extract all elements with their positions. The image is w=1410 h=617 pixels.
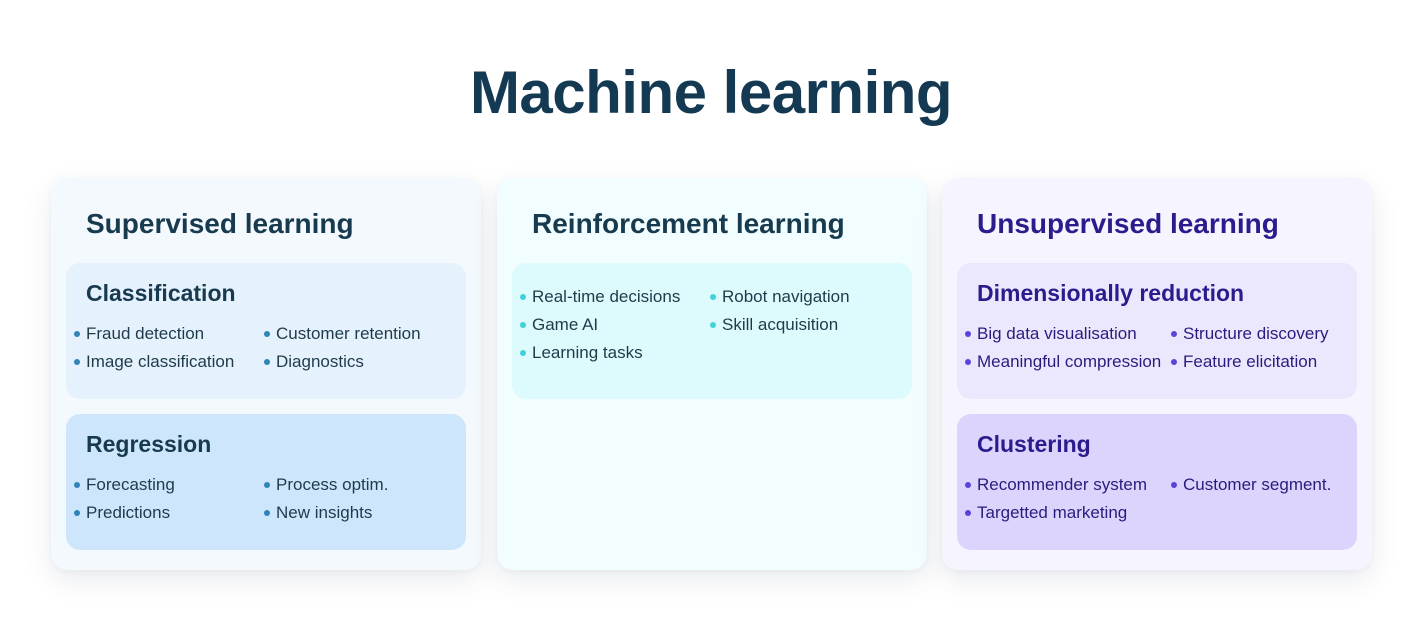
regression-title: Regression xyxy=(86,431,212,457)
list-item: Skill acquisition xyxy=(710,315,910,334)
bullet-icon xyxy=(965,358,971,365)
bullet-icon xyxy=(74,481,80,488)
list-item: Customer segment. xyxy=(1171,475,1355,494)
supervised-learning-card: Supervised learning Classification Fraud… xyxy=(51,178,481,570)
page-title: Machine learning xyxy=(469,59,953,126)
bullet-icon xyxy=(710,321,716,328)
bullet-icon xyxy=(710,293,716,300)
list-item: Feature elicitation xyxy=(1171,352,1355,371)
dimensionality-reduction-title: Dimensionally reduction xyxy=(977,280,1245,306)
bullet-icon xyxy=(74,509,80,516)
bullet-icon xyxy=(1171,330,1177,337)
bullet-icon xyxy=(1171,481,1177,488)
bullet-icon xyxy=(264,330,270,337)
reinforcement-learning-title: Reinforcement learning xyxy=(532,208,845,239)
list-item: Predictions xyxy=(74,503,264,522)
reinforcement-panel: Real-time decisions Robot navigation Gam… xyxy=(512,263,912,399)
list-item: Image classification xyxy=(74,352,264,371)
bullet-icon xyxy=(520,321,526,328)
list-item: Diagnostics xyxy=(264,352,464,371)
dimensionality-reduction-list: Big data visualisation Structure discove… xyxy=(965,324,1357,371)
bullet-icon xyxy=(264,509,270,516)
bullet-icon xyxy=(965,330,971,337)
unsupervised-learning-card: Unsupervised learning Dimensionally redu… xyxy=(942,178,1372,570)
bullet-icon xyxy=(74,330,80,337)
list-item: Targetted marketing xyxy=(965,503,1171,522)
bullet-icon xyxy=(520,293,526,300)
regression-panel: Regression Forecasting Process optim. Pr… xyxy=(66,414,466,550)
list-item: Learning tasks xyxy=(520,343,710,362)
reinforcement-learning-card: Reinforcement learning Real-time decisio… xyxy=(497,178,927,570)
bullet-icon xyxy=(520,349,526,356)
list-item: Big data visualisation xyxy=(965,324,1171,343)
classification-panel: Classification Fraud detection Customer … xyxy=(66,263,466,399)
bullet-icon xyxy=(74,358,80,365)
list-item: Game AI xyxy=(520,315,710,334)
list-item: Process optim. xyxy=(264,475,464,494)
reinforcement-list: Real-time decisions Robot navigation Gam… xyxy=(520,287,912,362)
bullet-icon xyxy=(264,481,270,488)
classification-title: Classification xyxy=(86,280,236,306)
clustering-title: Clustering xyxy=(977,431,1091,457)
supervised-learning-title: Supervised learning xyxy=(86,208,354,239)
bullet-icon xyxy=(1171,358,1177,365)
dimensionality-reduction-panel: Dimensionally reduction Big data visuali… xyxy=(957,263,1357,399)
regression-list: Forecasting Process optim. Predictions N… xyxy=(74,475,466,522)
classification-list: Fraud detection Customer retention Image… xyxy=(74,324,466,371)
list-item: Customer retention xyxy=(264,324,464,343)
unsupervised-learning-title: Unsupervised learning xyxy=(977,208,1279,239)
list-item: Structure discovery xyxy=(1171,324,1355,343)
list-item: Real-time decisions xyxy=(520,287,710,306)
clustering-list: Recommender system Customer segment. Tar… xyxy=(965,475,1357,522)
list-item: Fraud detection xyxy=(74,324,264,343)
list-item: Robot navigation xyxy=(710,287,910,306)
bullet-icon xyxy=(965,509,971,516)
bullet-icon xyxy=(965,481,971,488)
clustering-panel: Clustering Recommender system Customer s… xyxy=(957,414,1357,550)
list-item: Recommender system xyxy=(965,475,1171,494)
list-item: Forecasting xyxy=(74,475,264,494)
list-item: Meaningful compression xyxy=(965,352,1171,371)
list-item: New insights xyxy=(264,503,464,522)
bullet-icon xyxy=(264,358,270,365)
